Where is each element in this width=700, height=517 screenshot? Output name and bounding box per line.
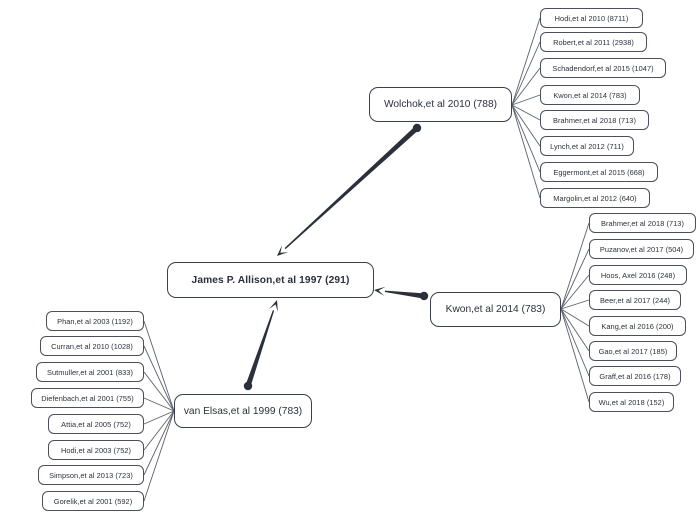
edge-vanelsas-to-child-6 [143,410,175,476]
node-wolchok-child-2[interactable]: Schadendorf,et al 2015 (1047) [540,58,666,78]
node-kwon-child-2[interactable]: Hoos, Axel 2016 (248) [589,265,687,285]
node-vanelsas-child-5[interactable]: Hodi,et al 2003 (752) [48,440,144,460]
edge-thick-shaft-0 [284,126,419,250]
node-kwon-child-3[interactable]: Beer,et al 2017 (244) [589,290,681,310]
edge-wolchok-to-child-7 [511,104,541,199]
node-vanelsas-child-3[interactable]: Diefenbach,et al 2001 (755) [31,388,144,408]
edge-wolchok-to-child-4 [511,104,541,121]
node-wolchok-child-4[interactable]: Brahmer,et al 2018 (713) [540,110,649,130]
edge-vanelsas-to-child-7 [143,410,175,502]
edge-kwon-to-child-5 [560,308,590,352]
node-vanelsas-child-1[interactable]: Curran,et al 2010 (1028) [40,336,144,356]
edge-vanelsas-to-child-5 [143,410,175,451]
node-james-p-allison-1997[interactable]: James P. Allison,et al 1997 (291) [167,262,374,298]
node-vanelsas-child-2[interactable]: Sutmuller,et al 2001 (833) [36,362,144,382]
node-van-elsas-1999[interactable]: van Elsas,et al 1999 (783) [174,394,312,428]
node-kwon-child-7[interactable]: Wu,et al 2018 (152) [589,392,674,412]
node-vanelsas-child-7[interactable]: Gorelik,et al 2001 (592) [42,491,144,511]
node-kwon-child-5[interactable]: Gao,et al 2017 (185) [589,341,677,361]
edge-kwon-to-child-0 [560,222,590,310]
node-wolchok-child-5[interactable]: Lynch,et al 2012 (711) [540,136,634,156]
node-wolchok-2010[interactable]: Wolchok,et al 2010 (788) [369,87,512,122]
node-kwon-child-1[interactable]: Puzanov,et al 2017 (504) [589,239,694,259]
edge-vanelsas-to-child-3 [143,397,175,412]
edge-kwon-to-child-3 [560,299,590,310]
node-kwon-2014[interactable]: Kwon,et al 2014 (783) [430,292,561,327]
edge-wolchok-to-child-1 [511,41,541,106]
edge-kwon-to-child-6 [560,308,590,377]
edge-arrowhead-0 [277,245,289,256]
node-wolchok-child-1[interactable]: Robert,et al 2011 (2938) [540,32,647,52]
node-kwon-child-6[interactable]: Graff,et al 2016 (178) [589,366,681,386]
edge-vanelsas-to-child-4 [143,410,175,425]
edge-source-dot-0 [412,123,422,133]
node-kwon-child-4[interactable]: Kang,et al 2016 (200) [589,316,686,336]
edge-thick-shaft-2 [245,310,275,387]
edge-thick-shaft-1 [384,290,425,299]
node-wolchok-child-7[interactable]: Margolin,et al 2012 (640) [540,188,650,208]
node-kwon-child-0[interactable]: Brahmer,et al 2018 (713) [589,213,696,233]
edge-kwon-to-child-1 [560,248,590,310]
edge-wolchok-to-child-5 [511,104,541,147]
edge-vanelsas-to-child-0 [143,320,175,412]
node-vanelsas-child-6[interactable]: Simpson,et al 2013 (723) [38,465,144,485]
node-wolchok-child-6[interactable]: Eggermont,et al 2015 (668) [540,162,658,182]
node-wolchok-child-0[interactable]: Hodi,et al 2010 (8711) [540,8,643,28]
edge-wolchok-to-child-0 [511,17,541,106]
edge-arrowhead-2 [269,300,278,312]
edge-kwon-to-child-7 [560,308,590,403]
node-vanelsas-child-4[interactable]: Attia,et al 2005 (752) [48,414,144,434]
edge-wolchok-to-child-2 [511,67,541,106]
edge-source-dot-2 [243,381,253,391]
edge-kwon-to-child-2 [560,274,590,310]
edge-source-dot-1 [419,291,429,301]
edge-vanelsas-to-child-1 [143,345,175,412]
node-vanelsas-child-0[interactable]: Phan,et al 2003 (1192) [46,311,144,331]
edge-wolchok-to-child-3 [511,94,541,106]
edge-arrowhead-1 [374,286,386,296]
node-wolchok-child-3[interactable]: Kwon,et al 2014 (783) [540,85,640,105]
edge-kwon-to-child-4 [560,308,590,327]
edge-wolchok-to-child-6 [511,104,541,173]
edge-vanelsas-to-child-2 [143,371,175,412]
